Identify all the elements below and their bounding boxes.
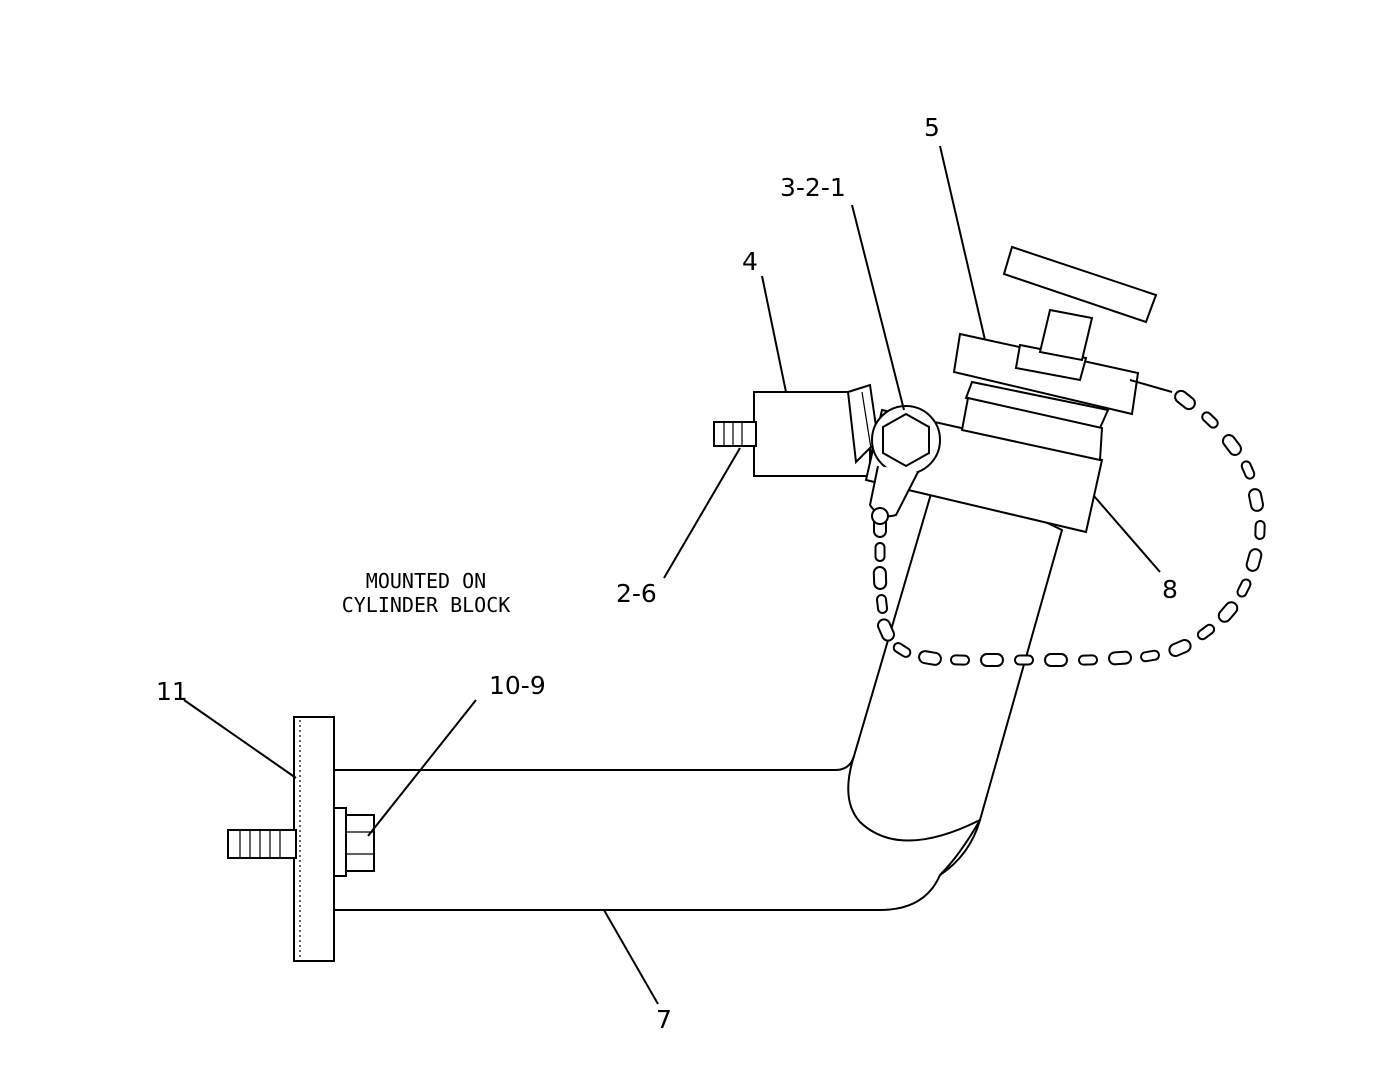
chain-link xyxy=(1108,650,1132,666)
chain-link xyxy=(1196,623,1216,641)
chain-link xyxy=(1254,520,1266,540)
callout-2-6: 2-6 xyxy=(616,579,657,608)
chain-link xyxy=(872,566,888,590)
chain-link xyxy=(1140,649,1160,663)
threaded-stud xyxy=(227,829,297,859)
callout-3-2-1: 3-2-1 xyxy=(780,173,846,202)
chain-link xyxy=(875,594,889,614)
t-handle xyxy=(1002,245,1158,362)
chain-link xyxy=(1201,411,1219,429)
chain-link xyxy=(874,542,886,562)
valve-body xyxy=(753,383,880,477)
chain-link xyxy=(1248,488,1264,512)
drain-pipe xyxy=(332,468,1064,911)
callout-5: 5 xyxy=(924,113,940,142)
chain-link xyxy=(1044,653,1068,667)
chain-link xyxy=(950,654,970,666)
mounting-flange xyxy=(293,716,335,962)
chain-link xyxy=(1221,434,1243,456)
valve-stud xyxy=(713,421,757,447)
callout-10-9: 10-9 xyxy=(489,671,546,700)
chain-link xyxy=(1014,654,1034,666)
chain-link xyxy=(1245,548,1263,572)
chain-link xyxy=(1168,639,1192,657)
chain-link xyxy=(892,642,912,658)
chain-link xyxy=(980,653,1004,667)
chain-ring xyxy=(871,507,889,525)
chain-link xyxy=(1174,389,1196,411)
retaining-chain xyxy=(871,379,1266,667)
mounting-note-line1: MOUNTED ON xyxy=(366,569,486,593)
chain-link xyxy=(1217,601,1239,623)
callout-7: 7 xyxy=(656,1005,672,1034)
hex-bolt xyxy=(868,405,941,518)
chain-link xyxy=(1078,654,1098,666)
chain-link xyxy=(918,650,942,666)
nut-washer xyxy=(333,807,375,877)
chain-link xyxy=(1236,578,1252,598)
callout-11: 11 xyxy=(156,677,188,706)
callout-4: 4 xyxy=(742,247,758,276)
chain-link xyxy=(1240,460,1256,480)
leader-lines xyxy=(183,145,1161,1005)
mounting-note-line2: CYLINDER BLOCK xyxy=(342,593,511,617)
callout-8: 8 xyxy=(1162,575,1178,604)
